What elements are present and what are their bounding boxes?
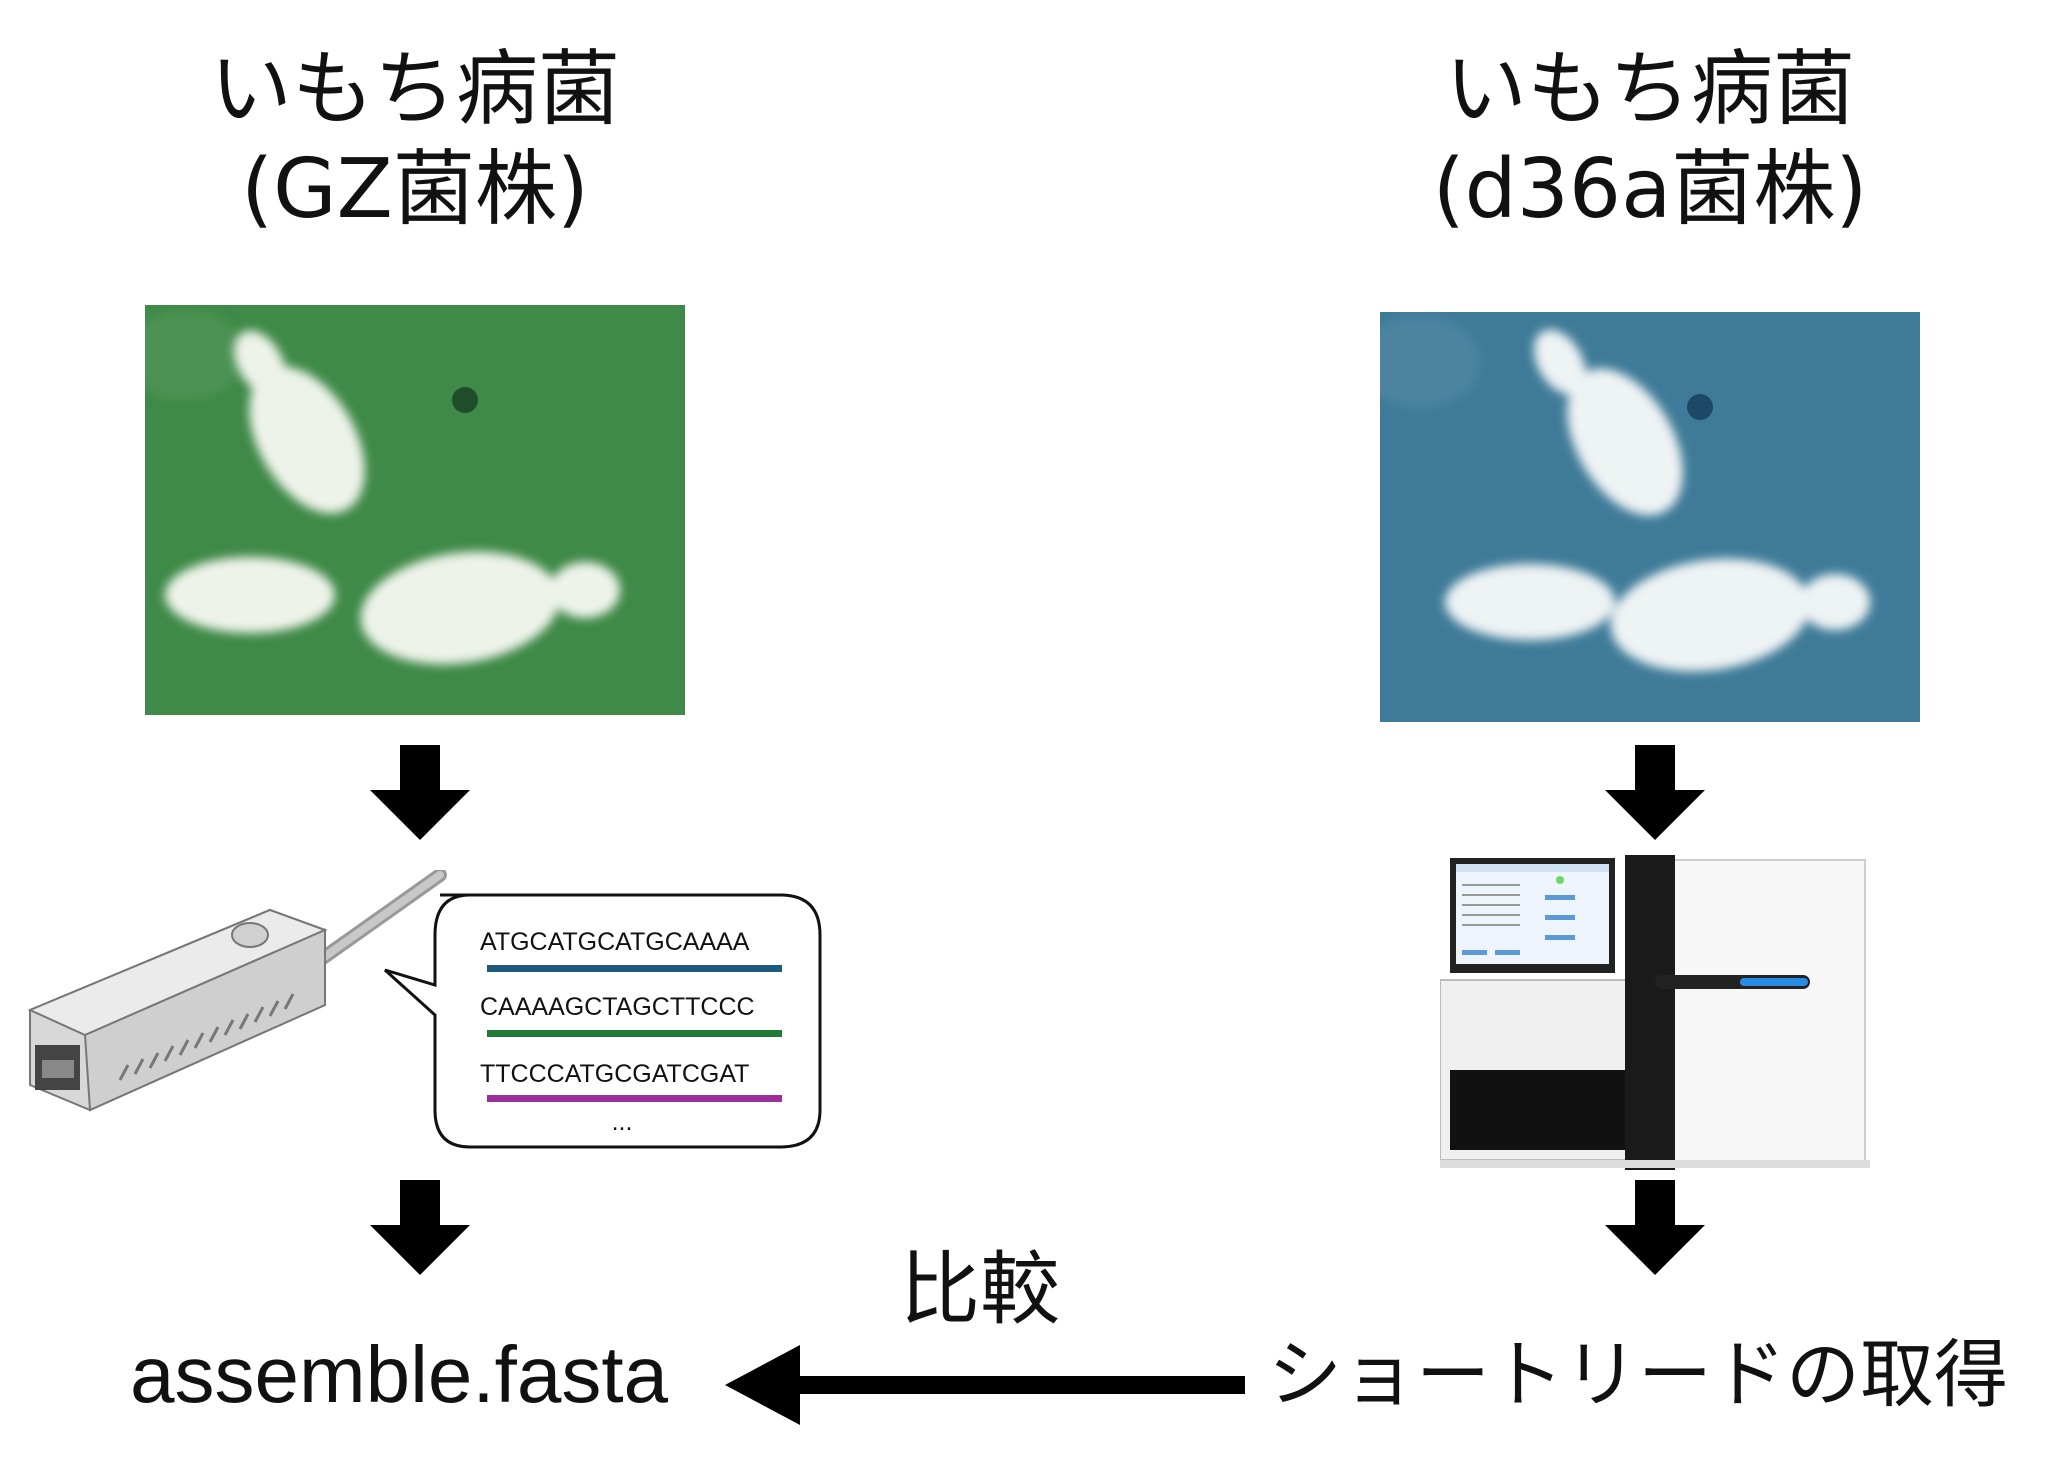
read-line-2: CAAAAGCTAGCTTCCC <box>480 993 755 1021</box>
read-bar-3 <box>487 1095 782 1102</box>
arrow-down-icon <box>370 1180 470 1275</box>
d36a-strain-micrograph <box>1380 312 1920 722</box>
arrow-left-icon <box>725 1345 1245 1425</box>
short-reads-label: ショートリードの取得 <box>1268 1332 2008 1418</box>
right-title-line2: (d36a菌株) <box>1432 142 1868 237</box>
arrow-down-icon <box>1605 745 1705 840</box>
read-line-3: TTCCCATGCGATCGAT <box>480 1060 749 1088</box>
nanopore-sequencer-device <box>27 870 447 1112</box>
right-strain-title: いもち病菌 (d36a菌株) <box>1300 40 2000 240</box>
short-read-sequencer <box>1440 855 1870 1170</box>
reads-speech-bubble: ATGCATGCATGCAAAA CAAAAGCTAGCTTCCC TTCCCA… <box>383 893 822 1149</box>
assemble-fasta-label: assemble.fasta <box>130 1330 669 1419</box>
right-title-line1: いもち病菌 <box>1444 42 1855 137</box>
gz-strain-micrograph <box>145 305 685 715</box>
read-line-1: ATGCATGCATGCAAAA <box>480 928 750 956</box>
read-ellipsis: ... <box>612 1108 633 1136</box>
left-title-line2: (GZ菌株) <box>241 142 589 237</box>
read-bar-1 <box>487 965 782 972</box>
read-bar-2 <box>487 1030 782 1037</box>
arrow-down-icon <box>1605 1180 1705 1275</box>
compare-label: 比較 <box>900 1243 1060 1336</box>
arrow-down-icon <box>370 745 470 840</box>
left-title-line1: いもち病菌 <box>209 42 620 137</box>
left-strain-title: いもち病菌 (GZ菌株) <box>65 40 765 240</box>
